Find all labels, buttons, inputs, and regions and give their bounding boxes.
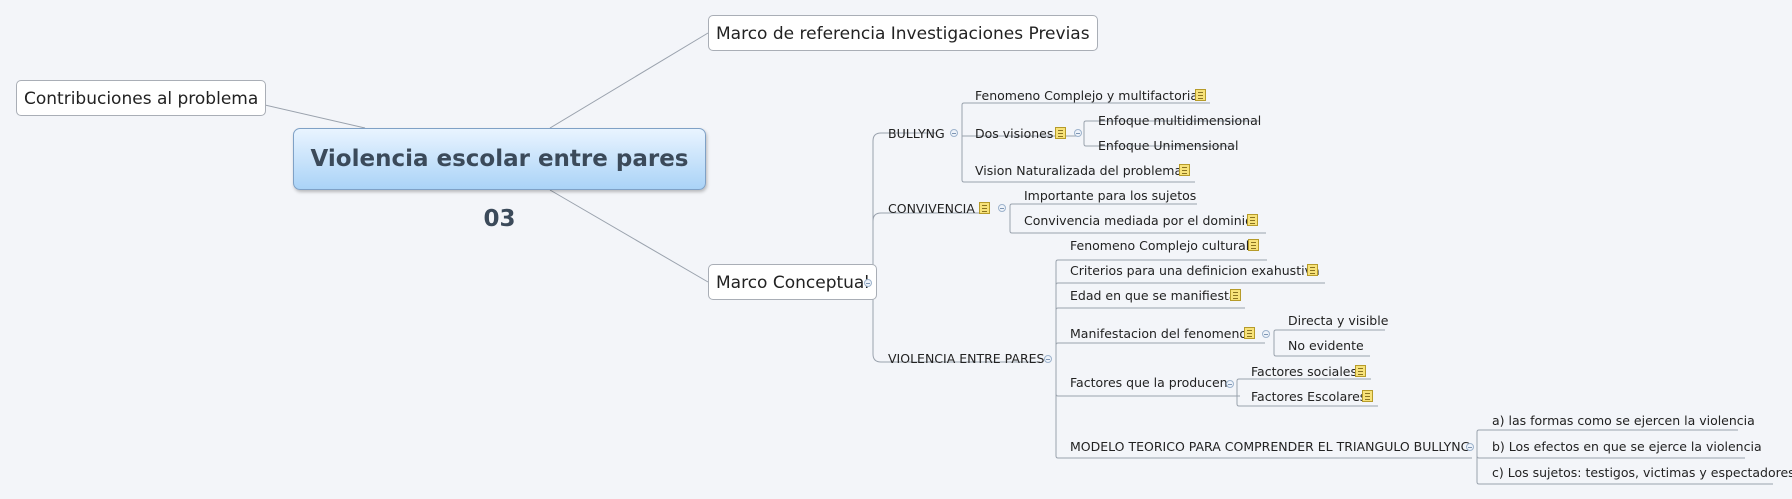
node-factores-escolares[interactable]: Factores Escolares — [1251, 389, 1367, 404]
node-vision-naturalizada[interactable]: Vision Naturalizada del problema — [975, 163, 1183, 178]
node-convivencia-mediada[interactable]: Convivencia mediada por el dominio — [1024, 213, 1253, 228]
node-directa-visible[interactable]: Directa y visible — [1288, 313, 1389, 328]
note-icon[interactable] — [1362, 390, 1373, 402]
note-icon[interactable] — [1247, 214, 1258, 226]
node-manifestacion[interactable]: Manifestacion del fenomeno — [1070, 326, 1248, 341]
note-icon[interactable] — [1055, 127, 1066, 139]
subtopic-violencia-entre-pares[interactable]: VIOLENCIA ENTRE PARES — [888, 351, 1045, 366]
node-formas[interactable]: a) las formas como se ejercen la violenc… — [1492, 413, 1755, 428]
collapse-factores-icon[interactable] — [1226, 380, 1234, 388]
note-icon[interactable] — [1248, 239, 1259, 251]
collapse-marco-conceptual-icon[interactable] — [864, 279, 872, 287]
node-factores[interactable]: Factores que la producen — [1070, 375, 1228, 390]
node-dos-visiones[interactable]: Dos visiones — [975, 126, 1054, 141]
node-efectos[interactable]: b) Los efectos en que se ejerce la viole… — [1492, 439, 1762, 454]
node-fenomeno-complejo[interactable]: Fenomeno Complejo y multifactorial — [975, 88, 1202, 103]
note-icon[interactable] — [1307, 264, 1318, 276]
node-no-evidente[interactable]: No evidente — [1288, 338, 1364, 353]
node-sujetos[interactable]: c) Los sujetos: testigos, victimas y esp… — [1492, 465, 1792, 480]
note-icon[interactable] — [1244, 327, 1255, 339]
note-icon[interactable] — [1230, 289, 1241, 301]
subtopic-bullyng[interactable]: BULLYNG — [888, 126, 945, 141]
topic-contribuciones[interactable]: Contribuciones al problema — [16, 80, 267, 116]
collapse-manifestacion-icon[interactable] — [1262, 330, 1270, 338]
collapse-bullyng-icon[interactable] — [950, 129, 958, 137]
note-icon[interactable] — [1195, 89, 1206, 101]
topic-marco-referencia[interactable]: Marco de referencia Investigaciones Prev… — [708, 15, 1098, 51]
node-edad[interactable]: Edad en que se manifiesta — [1070, 288, 1237, 303]
note-icon[interactable] — [979, 202, 990, 214]
collapse-modelo-icon[interactable] — [1466, 443, 1474, 451]
collapse-violencia-icon[interactable] — [1044, 355, 1052, 363]
node-criterios[interactable]: Criterios para una definicion exahustiva — [1070, 263, 1320, 278]
note-icon[interactable] — [1179, 164, 1190, 176]
central-topic[interactable]: Violencia escolar entre pares 03 — [293, 128, 706, 232]
node-enfoque-unimensional[interactable]: Enfoque Unimensional — [1098, 138, 1239, 153]
node-modelo-teorico[interactable]: MODELO TEORICO PARA COMPRENDER EL TRIANG… — [1070, 439, 1471, 454]
node-factores-sociales[interactable]: Factores sociales — [1251, 364, 1358, 379]
topic-marco-conceptual[interactable]: Marco Conceptual — [708, 264, 878, 300]
node-fenomeno-cultural[interactable]: Fenomeno Complejo cultural — [1070, 238, 1250, 253]
collapse-convivencia-icon[interactable] — [998, 204, 1006, 212]
subtopic-convivencia[interactable]: CONVIVENCIA — [888, 201, 975, 216]
node-importante-sujetos[interactable]: Importante para los sujetos — [1024, 188, 1197, 203]
node-enfoque-multidimensional[interactable]: Enfoque multidimensional — [1098, 113, 1262, 128]
note-icon[interactable] — [1355, 365, 1366, 377]
collapse-dos-visiones-icon[interactable] — [1074, 129, 1082, 137]
